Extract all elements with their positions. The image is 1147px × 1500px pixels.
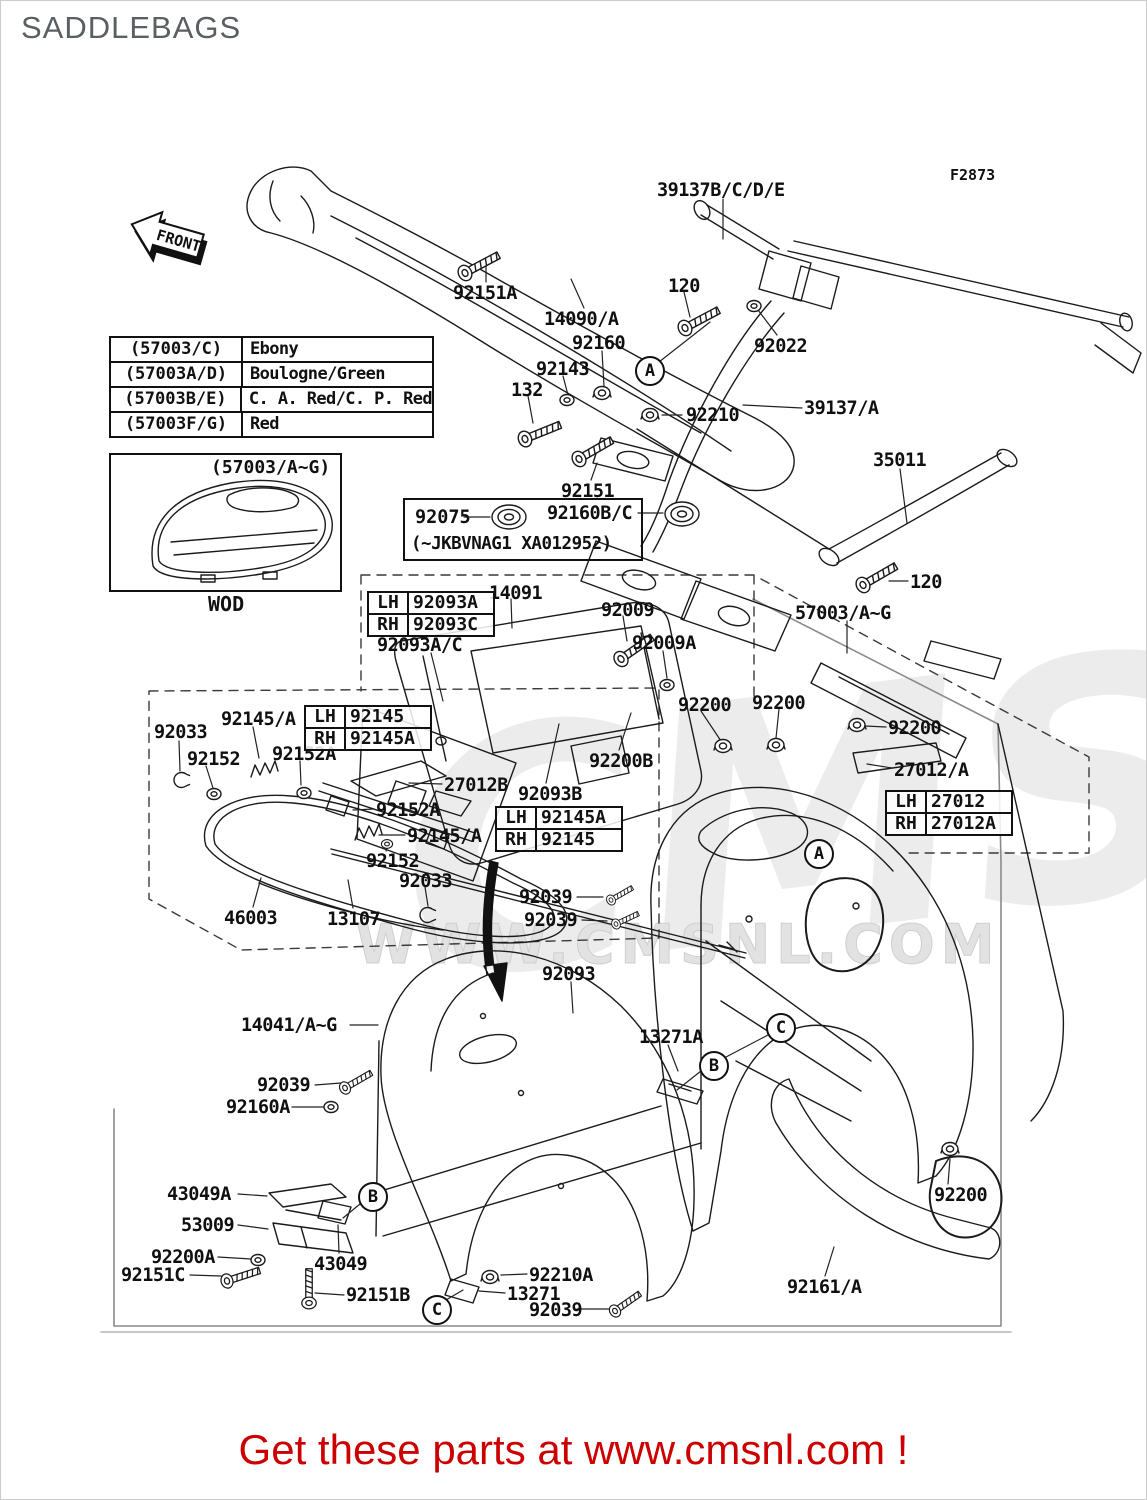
saddlebag-57003 xyxy=(650,723,1065,1239)
color-table-row: (57003F/G)Red xyxy=(111,411,432,436)
figure-code: F2873 xyxy=(950,166,996,184)
trim-92161 xyxy=(770,1078,1001,1260)
dashed-regions xyxy=(148,574,1090,951)
front-arrow-icon: FRONT xyxy=(130,210,208,266)
rod-13107 xyxy=(330,848,747,959)
inset-box-label: (57003/A~G) xyxy=(211,457,331,478)
watermark-url: WWW.CMSNL.COM xyxy=(356,913,1000,976)
hardware-bottom-left xyxy=(268,1078,704,1304)
vin-box-part-number: 92075 xyxy=(415,507,471,528)
rail-27012 xyxy=(810,662,967,774)
inset-bag-art xyxy=(151,479,333,583)
inset-box-caption: WOD xyxy=(208,592,245,616)
vin-applicability-box: 92075 (~JKBVNAG1 XA012952) xyxy=(403,498,643,561)
shell-14041 xyxy=(375,950,702,1302)
inset-reference-box: (57003/A~G) WOD xyxy=(109,453,342,614)
vin-box-note: (~JKBVNAG1 XA012952) xyxy=(411,534,612,554)
color-table-row: (57003/C)Ebony xyxy=(111,338,432,361)
footer-promo-text: Get these parts at www.cmsnl.com ! xyxy=(238,1426,909,1473)
page-title: SADDLEBAGS xyxy=(21,10,242,45)
bracket-39137b xyxy=(693,199,1142,680)
color-table-row: (57003A/D)Boulogne/Green xyxy=(111,361,432,386)
leader-lines xyxy=(178,198,951,1310)
color-table-row: (57003B/E)C. A. Red/C. P. Red xyxy=(111,386,433,411)
bracket-39137a xyxy=(580,300,830,652)
stay-35011 xyxy=(818,448,1018,567)
color-code-table: (57003/C)Ebony(57003A/D)Boulogne/Green(5… xyxy=(109,336,434,438)
